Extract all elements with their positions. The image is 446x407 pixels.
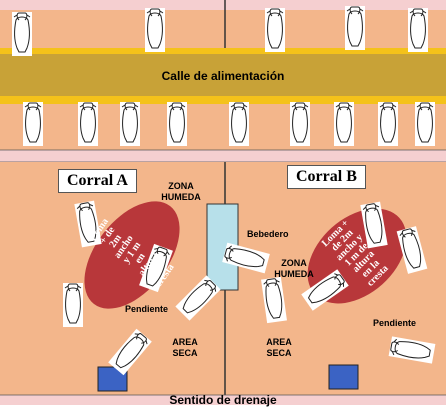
cow-icon: [77, 101, 99, 147]
slope-label-b: Pendiente: [373, 318, 417, 328]
middle-pen-strip: [0, 104, 446, 150]
cow-icon: [144, 7, 166, 53]
cow-icon: [333, 101, 355, 147]
dry-area-label-b: AREA SECA: [266, 337, 292, 358]
top-pen-strip: [0, 10, 446, 50]
wet-zone-label-b: ZONA HUMEDA: [274, 258, 314, 279]
middle-pink-strip: [0, 150, 446, 162]
cow-icon: [414, 101, 436, 147]
feeder-icon: [328, 364, 359, 390]
trough-label: Bebedero: [247, 229, 289, 239]
feed-lane: [0, 54, 446, 96]
cow-icon: [377, 101, 399, 147]
top-pink-strip: [0, 0, 446, 10]
dry-area-label-a: AREA SECA: [172, 337, 198, 358]
drainage-label: Sentido de drenaje: [169, 393, 277, 407]
feed-lane-yellow-bottom: [0, 96, 446, 104]
wet-zone-label-a: ZONA HUMEDA: [161, 181, 201, 202]
cow-icon: [264, 7, 286, 53]
drainage-bar: [0, 395, 446, 405]
cow-icon: [289, 101, 311, 147]
cow-icon: [344, 5, 366, 51]
cow-icon: [11, 11, 33, 57]
cow-icon: [407, 7, 429, 53]
cow-icon: [22, 101, 44, 147]
feed-lane-yellow-top: [0, 48, 446, 54]
corral-b-label: Corral B: [287, 165, 366, 189]
cow-icon: [228, 101, 250, 147]
cow-icon: [166, 101, 188, 147]
cow-icon: [62, 282, 84, 328]
corral-a-label: Corral A: [58, 169, 137, 193]
slope-label-a: Pendiente: [125, 304, 169, 314]
cow-icon: [119, 101, 141, 147]
feed-street-label: Calle de alimentación: [161, 69, 285, 83]
